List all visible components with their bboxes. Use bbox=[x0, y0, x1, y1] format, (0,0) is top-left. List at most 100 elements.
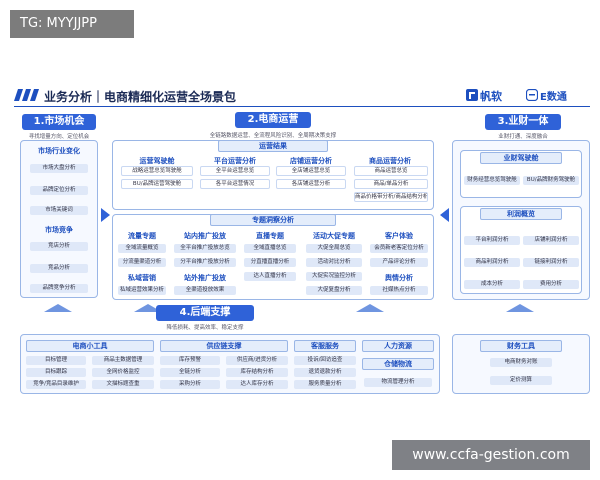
flow-arrow-up-icon bbox=[44, 304, 72, 312]
insight-item: 全域直播总览 bbox=[244, 244, 296, 253]
insight-banner: 专题洞察分析 bbox=[210, 214, 336, 226]
market-item: 竞品分析 bbox=[30, 264, 88, 273]
result-item: 各店铺运营分析 bbox=[276, 179, 346, 189]
ecommerce-subtitle: 全链路数据运营、全流程风险识别、全周期决策支撑 bbox=[209, 133, 337, 139]
backend-group-heading: 客服服务 bbox=[294, 340, 356, 352]
insight-group-heading: 客户体验 bbox=[385, 232, 413, 240]
result-item: 商品/单品分析 bbox=[354, 179, 428, 189]
insight-group-heading: 站内推广投放 bbox=[184, 232, 226, 240]
insight-group-heading: 私域营销 bbox=[128, 274, 156, 282]
insight-item: 分流量渠道分析 bbox=[118, 258, 166, 267]
result-group-heading: 平台运营分析 bbox=[214, 157, 256, 165]
insight-group-heading: 活动大促专题 bbox=[313, 232, 355, 240]
backend-group-heading: 供应链支撑 bbox=[160, 340, 288, 352]
market-item: 品牌定位分析 bbox=[30, 186, 88, 195]
finance-item: 店铺利润分析 bbox=[523, 236, 579, 245]
insight-item: 社媒热点分析 bbox=[370, 286, 428, 295]
market-item: 市场关键词 bbox=[30, 206, 88, 215]
backend-item: 文描标题查重 bbox=[92, 380, 154, 389]
brand-secondary: E数通 bbox=[540, 92, 567, 103]
result-group-heading: 商品运营分析 bbox=[369, 157, 411, 165]
finance-item: 费用分析 bbox=[523, 280, 579, 289]
backend-item: 服务质量分析 bbox=[294, 380, 356, 389]
ecommerce-section-title: 2.电商运营 bbox=[235, 112, 311, 128]
stripes-logo-icon bbox=[14, 89, 39, 101]
finance-item: BU/品牌财务驾驶舱 bbox=[523, 176, 579, 185]
backend-item: 目标跟踪 bbox=[26, 368, 86, 377]
insight-group-heading: 直播专题 bbox=[256, 232, 284, 240]
fanruan-logo-icon bbox=[466, 89, 478, 101]
insight-item: 产品评论分析 bbox=[370, 258, 428, 267]
backend-item: 库存预警 bbox=[160, 356, 220, 365]
backend-item: 物流管理分析 bbox=[364, 378, 432, 387]
brand-primary: 帆软 bbox=[480, 90, 502, 103]
market-group-heading: 市场竞争 bbox=[45, 226, 73, 234]
result-group-heading: 店铺运营分析 bbox=[290, 157, 332, 165]
channel-tag: TG: MYYJJPP bbox=[10, 10, 134, 38]
backend-item: 达人库存分析 bbox=[226, 380, 288, 389]
backend-item: 全网价格监控 bbox=[92, 368, 154, 377]
result-item: 商品价格带分析/商品结构分析 bbox=[354, 192, 428, 202]
result-group-heading: 运营驾驶舱 bbox=[139, 157, 175, 165]
flow-arrow-left-icon bbox=[440, 208, 449, 222]
market-item: 市场大盘分析 bbox=[30, 164, 88, 173]
finance-subtitle: 业财打通、深度融合 bbox=[498, 134, 548, 140]
backend-item: 目标管理 bbox=[26, 356, 86, 365]
insight-item: 活动对比分析 bbox=[306, 258, 362, 267]
finance-item: 成本分析 bbox=[464, 280, 520, 289]
results-banner: 运营结果 bbox=[218, 140, 328, 152]
result-item: 商品运营总览 bbox=[354, 166, 428, 176]
backend-item: 商品主数据管理 bbox=[92, 356, 154, 365]
flow-arrow-right-icon bbox=[101, 208, 110, 222]
insight-group-heading: 流量专题 bbox=[128, 232, 156, 240]
backend-item: 竞争/竞品目录维护 bbox=[26, 380, 86, 389]
insight-item: 大促实况监控分析 bbox=[306, 272, 362, 281]
insight-item: 分直播直播分析 bbox=[244, 258, 296, 267]
eshutong-logo-icon bbox=[526, 89, 538, 101]
backend-group-heading: 电商小工具 bbox=[26, 340, 154, 352]
insight-item: 分平台推广投放分析 bbox=[174, 258, 236, 267]
backend-subtitle: 降低损耗、提高效率、稳定支撑 bbox=[166, 325, 244, 331]
flow-arrow-up-icon bbox=[506, 304, 534, 312]
result-item: 战略运营总览驾驶舱 bbox=[121, 166, 193, 176]
backend-group-heading: 财务工具 bbox=[480, 340, 562, 352]
backend-item: 采购分析 bbox=[160, 380, 220, 389]
result-item: 各平台运营情况 bbox=[200, 179, 270, 189]
insight-item: 大促全局总览 bbox=[306, 244, 362, 253]
result-item: BU/品牌运营驾驶舱 bbox=[121, 179, 193, 189]
finance-section-title: 3.业财一体 bbox=[485, 114, 561, 130]
backend-section-title: 4.后端支撑 bbox=[156, 305, 254, 321]
market-item: 竞店分析 bbox=[30, 242, 88, 251]
flow-arrow-up-icon bbox=[356, 304, 384, 312]
insight-item: 私域运营效果分析 bbox=[118, 286, 166, 295]
backend-item: 退货退款分析 bbox=[294, 368, 356, 377]
site-watermark: www.ccfa-gestion.com bbox=[392, 440, 590, 470]
header-divider bbox=[14, 106, 590, 107]
insight-item: 全域流量概览 bbox=[118, 244, 166, 253]
backend-item: 电商财务对账 bbox=[490, 358, 552, 367]
profit-overview-card bbox=[460, 206, 582, 294]
result-item: 全平台运营总览 bbox=[200, 166, 270, 176]
insight-group-heading: 舆情分析 bbox=[385, 274, 413, 282]
result-item: 全店铺运营总览 bbox=[276, 166, 346, 176]
insight-item: 全平台推广投放总览 bbox=[174, 244, 236, 253]
finance-item: 商品利润分析 bbox=[464, 258, 520, 267]
insight-item: 会员新老客定位分析 bbox=[370, 244, 428, 253]
insight-item: 全渠道投放效果 bbox=[174, 286, 236, 295]
backend-item: 库存结构分析 bbox=[226, 368, 288, 377]
flow-arrow-up-icon bbox=[134, 304, 162, 312]
market-section-title: 1.市场机会 bbox=[22, 114, 96, 130]
finance-group-heading: 业财驾驶舱 bbox=[480, 152, 562, 164]
backend-item: 投诉/回访追查 bbox=[294, 356, 356, 365]
insight-item: 大促复盘分析 bbox=[306, 286, 362, 295]
backend-item: 供应商/进货分析 bbox=[226, 356, 288, 365]
finance-item: 链接利润分析 bbox=[523, 258, 579, 267]
finance-item: 平台利润分析 bbox=[464, 236, 520, 245]
page-title: 业务分析｜电商精细化运营全场景包 bbox=[44, 90, 237, 104]
backend-group-heading: 仓储物流 bbox=[362, 358, 434, 370]
insight-item: 达人直播分析 bbox=[244, 272, 296, 281]
finance-group-heading: 利润概览 bbox=[480, 208, 562, 220]
finance-item: 财务经营总览驾驶舱 bbox=[464, 176, 520, 185]
insight-group-heading: 站外推广投放 bbox=[184, 274, 226, 282]
backend-item: 全链分析 bbox=[160, 368, 220, 377]
